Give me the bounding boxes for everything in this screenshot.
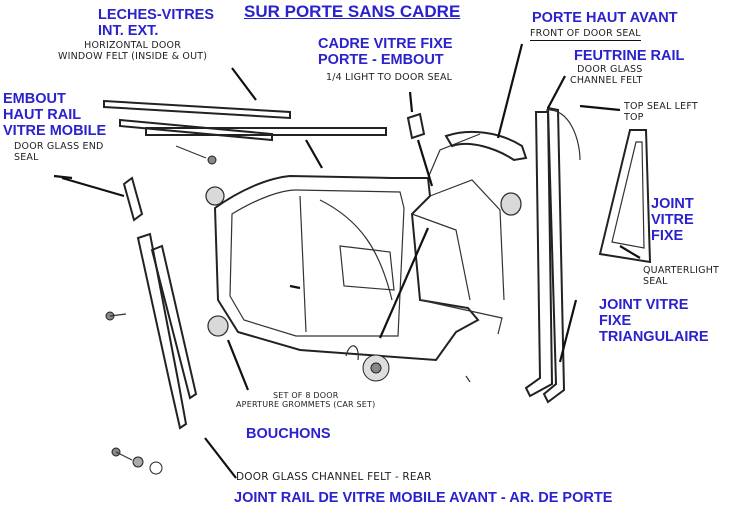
leader-lines (289, 139, 578, 363)
label-cadre-vitre-fixe: CADRE VITRE FIXE PORTE - EMBOUT (318, 36, 453, 69)
label-top-seal-left: TOP SEAL LEFT TOP (624, 101, 698, 123)
label-feutrine-rail: FEUTRINE RAIL (574, 48, 685, 64)
horizontal-window-felts (103, 67, 387, 142)
door-glass-end-seal (53, 174, 144, 222)
label-bouchons: BOUCHONS (246, 426, 331, 442)
diagram-title: SUR PORTE SANS CADRE (244, 2, 461, 21)
front-door-seal (406, 43, 528, 187)
grommets (205, 186, 522, 391)
label-front-of-door-seal: FRONT OF DOOR SEAL (530, 28, 641, 41)
label-channel-felt-rear: DOOR GLASS CHANNEL FELT - REAR (236, 471, 432, 483)
label-leches-vitres: LECHES-VITRES INT. EXT. (98, 7, 215, 40)
label-embout-haut-rail: EMBOUT HAUT RAIL VITRE MOBILE (3, 91, 107, 140)
rear-channel-felt (136, 232, 237, 479)
label-joint-vitre-triangulaire: JOINT VITRE FIXE TRIANGULAIRE (599, 297, 709, 346)
label-door-glass-end-seal: DOOR GLASS END SEAL (14, 141, 104, 163)
front-channel-felt (524, 75, 621, 404)
label-quarterlight-seal: QUARTERLIGHT SEAL (643, 265, 720, 287)
hardware-parts (105, 145, 471, 475)
label-joint-rail-vitre-mobile: JOINT RAIL DE VITRE MOBILE AVANT - AR. D… (234, 490, 613, 506)
label-joint-vitre-fixe: JOINT VITRE FIXE (651, 196, 694, 245)
label-quarter-light-seal: 1/4 LIGHT TO DOOR SEAL (326, 72, 453, 83)
label-door-glass-channel-felt: DOOR GLASS CHANNEL FELT (570, 64, 643, 86)
quarterlight-seal (598, 129, 652, 264)
door-shell (213, 133, 505, 362)
label-aperture-grommets: SET OF 8 DOOR APERTURE GROMMETS (CAR SET… (236, 391, 376, 409)
label-horizontal-window-felt: HORIZONTAL DOOR WINDOW FELT (INSIDE & OU… (58, 40, 208, 62)
label-porte-haut-avant: PORTE HAUT AVANT (532, 10, 678, 26)
